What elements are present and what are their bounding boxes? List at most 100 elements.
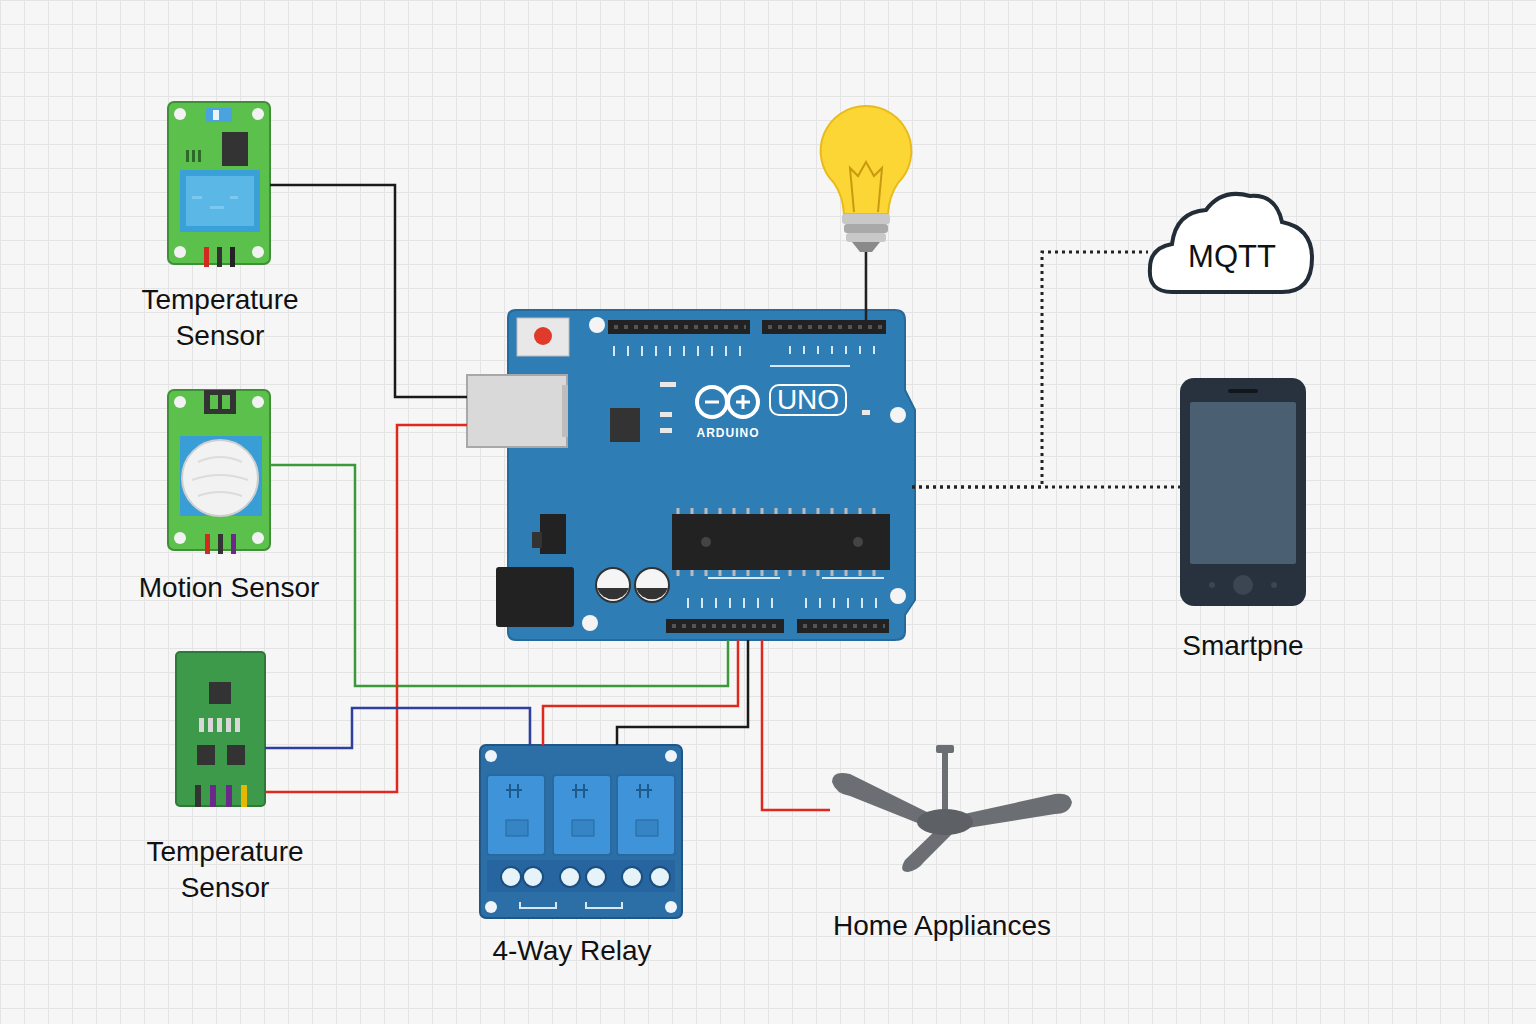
- arduino-board: [660, 412, 672, 417]
- phone-node: Smartpne: [1180, 378, 1306, 606]
- sensor-board: [230, 196, 238, 199]
- sensor-board: [195, 785, 201, 807]
- arduino-board: [562, 385, 568, 437]
- sensor-board: [222, 132, 248, 166]
- ceiling-fan: [942, 750, 948, 816]
- component-label: Smartpne: [1182, 628, 1303, 664]
- sensor-board: [210, 785, 216, 807]
- sensor-board: [197, 745, 215, 765]
- arduino-board: [688, 578, 884, 608]
- arduino-board: [678, 508, 874, 576]
- relay-board: [480, 745, 682, 918]
- arduino-board: [614, 346, 740, 356]
- component-label: Temperature Sensor: [120, 282, 320, 354]
- arduino-board: [705, 395, 750, 409]
- wire: [543, 640, 738, 745]
- sensor-board: [226, 718, 231, 732]
- sensor-board: [217, 718, 222, 732]
- smartphone: [1180, 378, 1306, 606]
- relay-board: [506, 784, 652, 798]
- arduino-board: [614, 327, 885, 626]
- wire: [265, 425, 467, 792]
- relay-board: [501, 867, 521, 887]
- pir-board: [231, 534, 236, 554]
- arduino-board: [582, 615, 598, 631]
- light-bulb: [852, 242, 880, 252]
- light-bulb: [846, 233, 886, 242]
- sensor-board: [227, 745, 245, 765]
- relay-board: [520, 902, 622, 908]
- sensor-board: [174, 108, 186, 120]
- relay-board: [572, 820, 594, 836]
- sensor-board: [230, 247, 235, 267]
- arduino-board: [467, 375, 567, 447]
- sensor-board: [252, 108, 264, 120]
- brand-text: ARDUINO: [697, 426, 760, 440]
- sensor-board: [198, 150, 201, 162]
- arduino-board: [890, 407, 906, 423]
- light-bulb: [865, 252, 868, 320]
- sensor-board: [180, 170, 260, 232]
- smartphone: [1209, 582, 1215, 588]
- sensor-board: [186, 150, 189, 162]
- sensor-board: [168, 102, 270, 264]
- arduino-board: [532, 532, 542, 548]
- sensor-board: [235, 718, 240, 732]
- ceiling-fan: [955, 794, 1072, 830]
- sensor-board: [176, 652, 265, 807]
- relay-board: [485, 901, 497, 913]
- pir-board: [180, 436, 262, 516]
- cloud-shape: [1150, 194, 1312, 292]
- light-bulb: [850, 162, 882, 212]
- sensor-board: [186, 176, 254, 226]
- smartphone: [1180, 378, 1306, 606]
- pir-board: [218, 534, 223, 554]
- arduino-board: [608, 320, 750, 334]
- pir-board: [204, 390, 236, 414]
- sensor-board: [213, 110, 219, 120]
- controller-node: UNOARDUINO: [467, 310, 912, 640]
- arduino-board: [853, 537, 863, 547]
- sensor-board: [192, 150, 195, 162]
- pir-board: [222, 395, 230, 409]
- cloud-node: MQTT: [1148, 192, 1312, 292]
- arduino-board: [596, 568, 630, 602]
- pir-board: [174, 396, 186, 408]
- pir-board: [210, 395, 218, 409]
- relay-board: [506, 820, 528, 836]
- sensor-board: [174, 246, 186, 258]
- sensor-board: [252, 246, 264, 258]
- light-bulb: [842, 214, 890, 224]
- relay-board: [665, 750, 677, 762]
- sensor-node: Motion Sensor: [168, 390, 270, 550]
- arduino-board: [635, 568, 669, 602]
- pir-board: [205, 534, 210, 554]
- network-link: [912, 252, 1148, 487]
- relay-board: [636, 820, 658, 836]
- wire: [270, 465, 728, 686]
- arduino-board: [534, 327, 552, 345]
- component-label: Motion Sensor: [139, 570, 320, 606]
- wire: [265, 708, 530, 748]
- sensor-node: Temperature Sensor: [168, 102, 270, 264]
- cloud-shape: [1150, 194, 1312, 292]
- relay-board: [523, 867, 543, 887]
- arduino-board: [660, 428, 672, 433]
- pir-board: [252, 532, 264, 544]
- arduino-board: [672, 514, 890, 570]
- arduino-board: [610, 408, 640, 442]
- component-label: 4-Way Relay: [492, 933, 651, 969]
- ceiling-fan: [917, 809, 973, 835]
- arduino-board: [701, 537, 711, 547]
- arduino-board: [589, 317, 605, 333]
- arduino-board: [770, 346, 874, 366]
- sensor-board: [210, 206, 224, 209]
- arduino-board: [862, 410, 870, 415]
- relay-board: [485, 750, 497, 762]
- ceiling-fan: [832, 745, 1072, 872]
- relay-board: [487, 775, 545, 855]
- sensor-board: [176, 652, 265, 806]
- sensor-board: [168, 102, 270, 267]
- pir-board: [192, 457, 248, 496]
- relay-board: [586, 867, 606, 887]
